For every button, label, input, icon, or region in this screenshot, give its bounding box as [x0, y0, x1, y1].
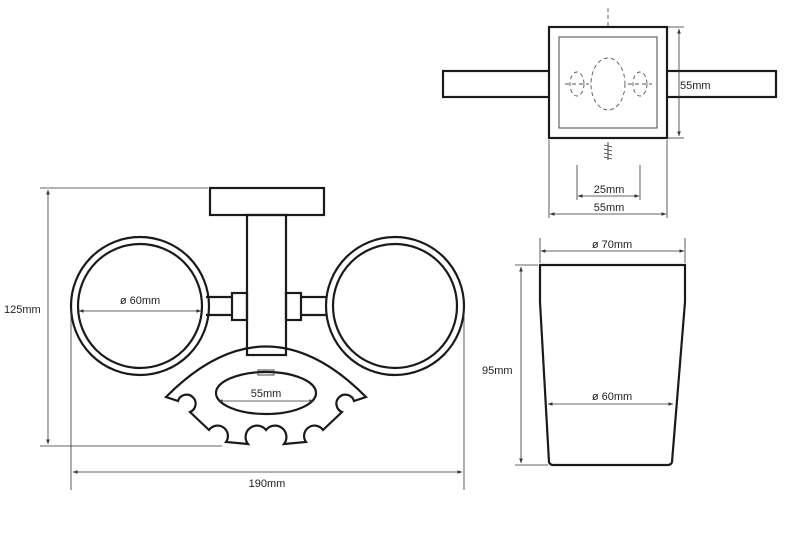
cup-outline — [538, 263, 687, 467]
left-cup-ring — [69, 235, 211, 377]
cup-height-label: 95mm — [482, 365, 513, 377]
wall-plate-outer — [547, 25, 669, 140]
holder-center-opening — [214, 370, 318, 416]
front-view: ø 60mm 55mm 125mm 190mm — [4, 186, 466, 490]
wall-mount-block — [208, 186, 326, 217]
center-mount-hole — [590, 57, 626, 111]
top-width-label: 55mm — [594, 202, 625, 214]
ring-diameter-label: ø 60mm — [120, 295, 160, 307]
left-arm-connector — [230, 291, 249, 322]
left-screw-hole — [569, 71, 585, 97]
front-height-label: 125mm — [4, 304, 41, 316]
cup-top-diameter-label: ø 70mm — [592, 239, 632, 251]
cup-bottom-diameter-label: ø 60mm — [592, 391, 632, 403]
right-screw-hole — [632, 71, 648, 97]
center-post — [245, 213, 288, 357]
right-cup-ring — [324, 235, 466, 377]
screw-icon — [603, 142, 613, 160]
cup-view: ø 70mm ø 60mm 95mm — [482, 238, 687, 467]
top-view: 55mm 25mm 55mm — [441, 8, 778, 218]
top-spacing-label: 25mm — [594, 184, 625, 196]
wall-plate-inner — [558, 36, 658, 129]
holder-slot — [257, 369, 275, 376]
total-width-label: 190mm — [249, 478, 286, 490]
right-arm-connector — [284, 291, 303, 322]
top-height-label: 55mm — [680, 80, 711, 92]
toothbrush-holder — [163, 345, 369, 446]
holder-width-label: 55mm — [251, 388, 282, 400]
